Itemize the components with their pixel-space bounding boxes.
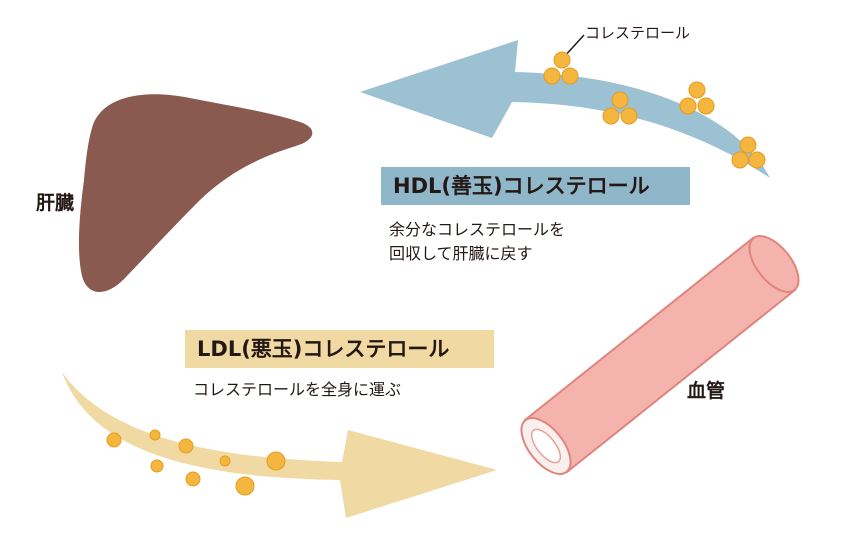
cholesterol-particle (602, 107, 620, 125)
liver-shape (78, 94, 313, 292)
cholesterol-particle (748, 151, 766, 169)
cholesterol-particle (679, 97, 697, 115)
blood-vessel-label: 血管 (687, 380, 726, 402)
cholesterol-particle (185, 471, 201, 487)
cholesterol-particle (543, 67, 561, 85)
cholesterol-particle (553, 51, 571, 69)
hdl-title-badge: HDL(善玉)コレステロール (381, 167, 690, 205)
cholesterol-particle (620, 107, 638, 125)
cholesterol-particle (219, 455, 231, 467)
hdl-arrow (360, 40, 770, 178)
blood-vessel (520, 235, 800, 475)
cholesterol-particle (688, 81, 706, 99)
cholesterol-particle (731, 151, 749, 169)
cholesterol-particle (178, 438, 194, 454)
cholesterol-particle (235, 476, 255, 496)
cholesterol-label: コレステロール (585, 24, 691, 42)
hdl-description: 余分なコレステロールを 回収して肝臓に戻す (389, 218, 565, 266)
liver-label: 肝臓 (36, 192, 75, 214)
cholesterol-particle (739, 136, 757, 154)
cholesterol-particle (150, 459, 164, 473)
cholesterol-particle (561, 67, 579, 85)
ldl-arrow (62, 372, 497, 518)
ldl-title-badge: LDL(悪玉)コレステロール (185, 330, 494, 368)
ldl-description: コレステロールを全身に運ぶ (193, 380, 402, 399)
cholesterol-particle (697, 97, 715, 115)
cholesterol-particles (106, 51, 766, 496)
cholesterol-particle (266, 451, 286, 471)
cholesterol-particle (106, 432, 122, 448)
hdl-description-line2: 回収して肝臓に戻す (389, 244, 533, 263)
hdl-description-line1: 余分なコレステロールを (389, 220, 566, 239)
cholesterol-particle (149, 429, 161, 441)
cholesterol-particle (611, 91, 629, 109)
